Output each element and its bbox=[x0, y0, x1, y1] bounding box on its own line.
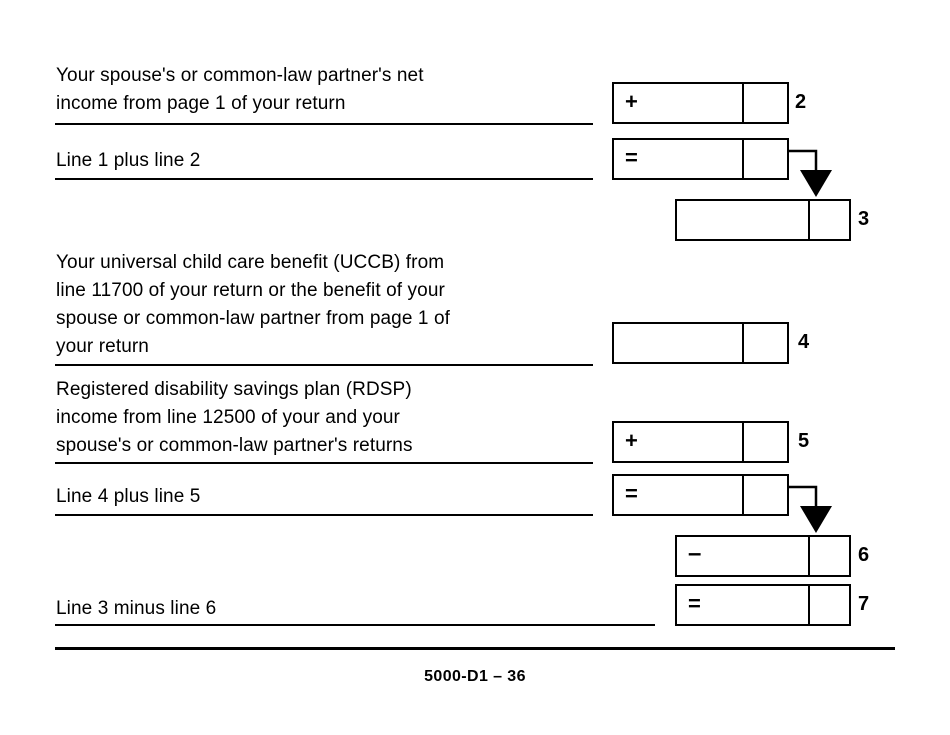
line-number-3: 3 bbox=[858, 208, 870, 230]
line-1-plus-2-description: Line 1 plus line 2 bbox=[56, 150, 201, 171]
line-7-description: Line 3 minus line 6 bbox=[56, 598, 217, 619]
line-number-6: 6 bbox=[858, 544, 870, 566]
amount-cents-line-6[interactable] bbox=[808, 537, 848, 575]
line-number-7: 7 bbox=[858, 593, 870, 615]
carry-down-arrow-icon bbox=[787, 485, 832, 533]
carry-down-to-line-3 bbox=[786, 148, 840, 200]
amount-box-line-4-plus-5[interactable]: = bbox=[612, 474, 789, 516]
amount-dollars-line-6[interactable]: – bbox=[677, 537, 808, 575]
amount-dollars-line-1-plus-2[interactable]: = bbox=[614, 140, 742, 178]
line-number-4: 4 bbox=[798, 331, 810, 353]
line-5-description: Registered disability savings plan (RDSP… bbox=[56, 379, 413, 456]
amount-dollars-line-4-plus-5[interactable]: = bbox=[614, 476, 742, 514]
footer-form-code: 5000-D1 – 36 bbox=[424, 668, 526, 685]
amount-dollars-line-7[interactable]: = bbox=[677, 586, 808, 624]
amount-box-line-1-plus-2[interactable]: = bbox=[612, 138, 789, 180]
line-5-underline bbox=[55, 462, 593, 464]
line-number-5: 5 bbox=[798, 430, 810, 452]
operator-minus-icon: – bbox=[688, 540, 702, 567]
line-2-description: Your spouse's or common-law partner's ne… bbox=[56, 65, 424, 114]
amount-dollars-line-3[interactable] bbox=[677, 201, 808, 239]
amount-dollars-line-4[interactable] bbox=[614, 324, 742, 362]
amount-cents-line-4-plus-5[interactable] bbox=[742, 476, 787, 514]
amount-box-line-2[interactable]: + bbox=[612, 82, 789, 124]
amount-cents-line-5[interactable] bbox=[742, 423, 787, 461]
line-2-underline bbox=[55, 123, 593, 125]
amount-box-line-6[interactable]: – bbox=[675, 535, 851, 577]
operator-plus-icon: + bbox=[625, 428, 638, 453]
carry-down-arrow-icon bbox=[787, 149, 832, 197]
amount-box-line-7[interactable]: = bbox=[675, 584, 851, 626]
line-4-underline bbox=[55, 364, 593, 366]
line-number-2: 2 bbox=[795, 91, 807, 113]
amount-box-line-5[interactable]: + bbox=[612, 421, 789, 463]
line-7-underline bbox=[55, 624, 655, 626]
operator-plus-icon: + bbox=[625, 89, 638, 114]
operator-equals-icon: = bbox=[625, 145, 638, 170]
operator-equals-icon: = bbox=[625, 481, 638, 506]
carry-down-to-line-6 bbox=[786, 484, 840, 536]
footer-divider bbox=[55, 647, 895, 650]
amount-dollars-line-5[interactable]: + bbox=[614, 423, 742, 461]
amount-cents-line-1-plus-2[interactable] bbox=[742, 140, 787, 178]
line-4-plus-5-description: Line 4 plus line 5 bbox=[56, 486, 201, 507]
line-4-description: Your universal child care benefit (UCCB)… bbox=[56, 252, 450, 357]
line-1-plus-2-underline bbox=[55, 178, 593, 180]
amount-dollars-line-2[interactable]: + bbox=[614, 84, 742, 122]
amount-cents-line-2[interactable] bbox=[742, 84, 787, 122]
amount-cents-line-4[interactable] bbox=[742, 324, 787, 362]
amount-cents-line-3[interactable] bbox=[808, 201, 848, 239]
line-4-plus-5-underline bbox=[55, 514, 593, 516]
amount-box-line-4[interactable] bbox=[612, 322, 789, 364]
amount-cents-line-7[interactable] bbox=[808, 586, 848, 624]
amount-box-line-3[interactable] bbox=[675, 199, 851, 241]
operator-equals-icon: = bbox=[688, 591, 701, 616]
